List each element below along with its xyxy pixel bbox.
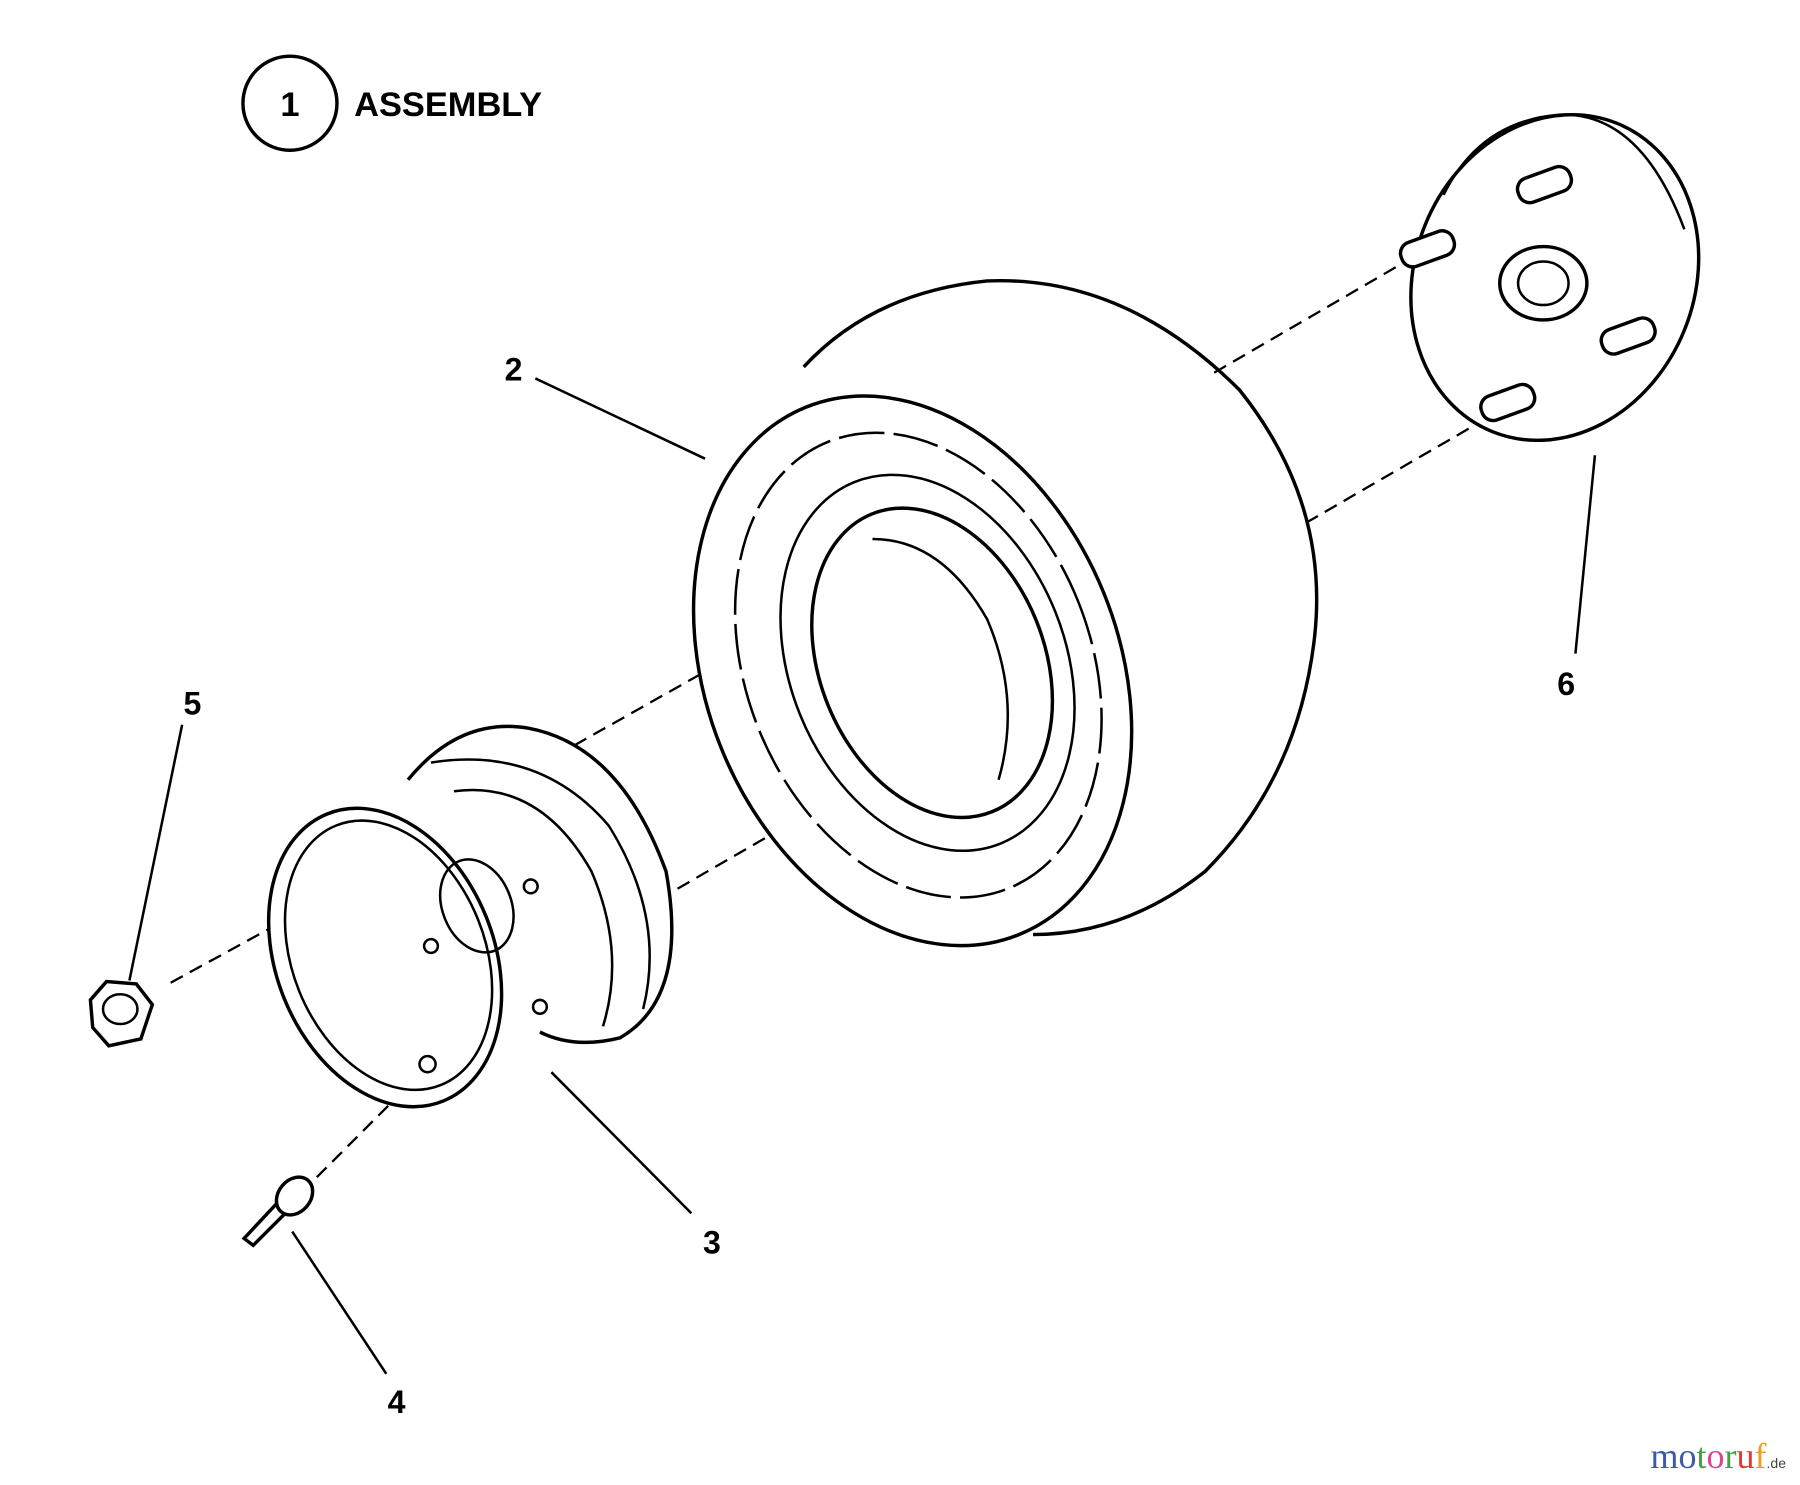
valve-stem: [241, 1175, 315, 1248]
tire: [691, 278, 1319, 948]
callout-2: 2: [505, 352, 523, 388]
watermark-text: motoruf: [1650, 1436, 1767, 1476]
hub: [1398, 112, 1701, 443]
callout-4: 4: [388, 1384, 406, 1420]
leader-lines: [128, 377, 1597, 1375]
callout-5: 5: [184, 685, 202, 721]
watermark-suffix: .de: [1766, 1455, 1786, 1471]
lug-nut: [88, 979, 155, 1048]
callout-3: 3: [703, 1224, 721, 1260]
rim: [266, 724, 674, 1109]
watermark-logo: motoruf.de: [1651, 1435, 1787, 1477]
wheel-stud: [1398, 164, 1657, 423]
assembly-number-circle: [241, 54, 339, 152]
callout-6: 6: [1557, 666, 1575, 702]
assembly-number: 1: [280, 86, 299, 124]
assembly-title: ASSEMBLY: [354, 86, 542, 124]
